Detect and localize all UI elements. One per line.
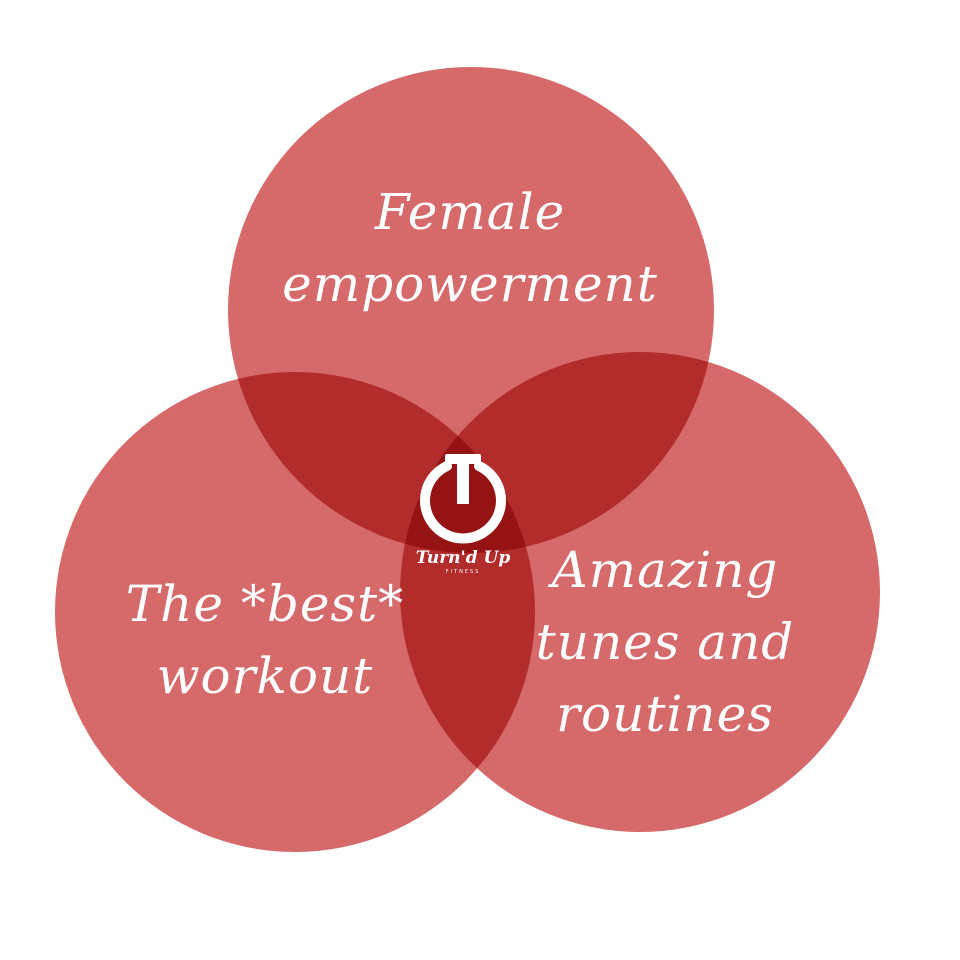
label-tunes-routines: Amazing tunes and routines (535, 541, 795, 743)
turnd-up-logo: Turn'd Up FITNESS (405, 446, 521, 586)
logo-subword: FITNESS (445, 569, 481, 575)
circle-tunes-routines (400, 352, 880, 832)
power-t-icon (420, 454, 506, 544)
logo-wordmark: Turn'd Up (415, 548, 511, 568)
label-best-workout: The *best* workout (125, 575, 405, 705)
label-female-empowerment: Female empowerment (282, 183, 658, 313)
circle-best-workout (55, 372, 535, 852)
